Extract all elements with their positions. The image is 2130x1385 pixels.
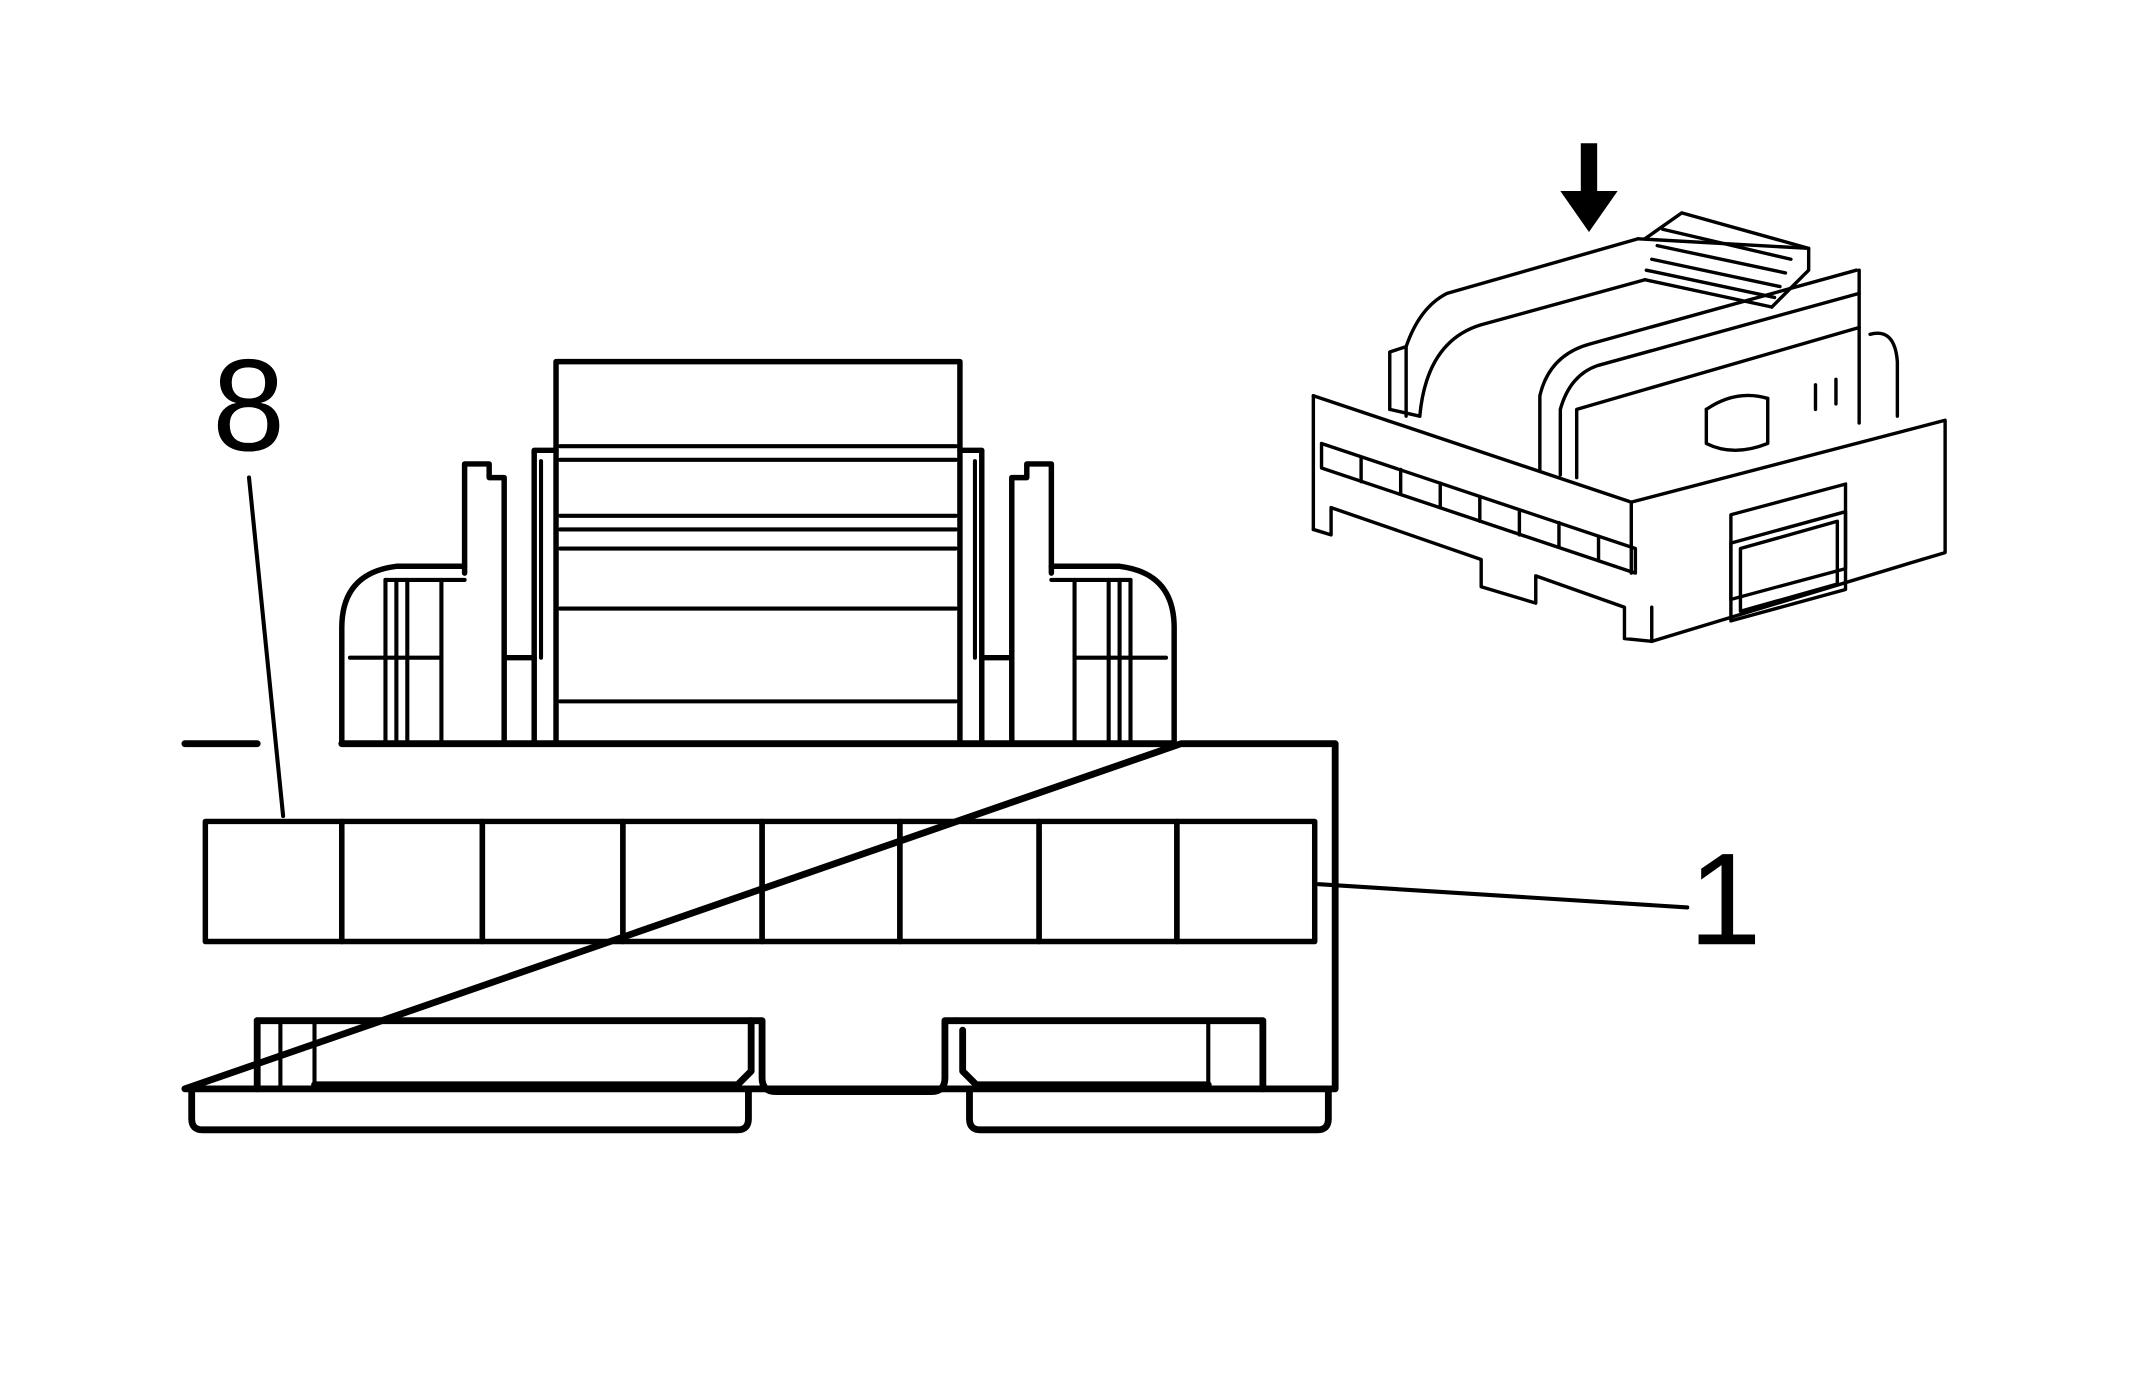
connector-isometric-view <box>1311 143 1947 644</box>
cavity-7 <box>339 818 486 945</box>
cavity-5 <box>620 818 765 945</box>
pin-label-8: 8 <box>212 331 285 478</box>
left-guide-rails <box>461 447 559 747</box>
leader-line-pin-8 <box>246 475 286 819</box>
cavity-2 <box>1036 818 1180 945</box>
cavity-6 <box>479 818 626 945</box>
cavity-3 <box>897 818 1042 945</box>
down-arrow-icon <box>1560 143 1618 232</box>
cavity-8 <box>202 818 345 945</box>
connector-face-view <box>181 358 1690 1134</box>
cavity-1 <box>1174 818 1318 945</box>
cavity-row <box>202 818 1318 945</box>
center-latch <box>553 358 963 747</box>
right-shoulder <box>1048 563 1177 747</box>
connector-body-outline <box>181 740 1339 1093</box>
leader-line-pin-1 <box>1316 882 1690 910</box>
pin-label-1: 1 <box>1689 825 1762 972</box>
left-shoulder <box>339 563 468 747</box>
right-guide-rails <box>957 447 1055 747</box>
bottom-skirt <box>188 1017 1332 1134</box>
